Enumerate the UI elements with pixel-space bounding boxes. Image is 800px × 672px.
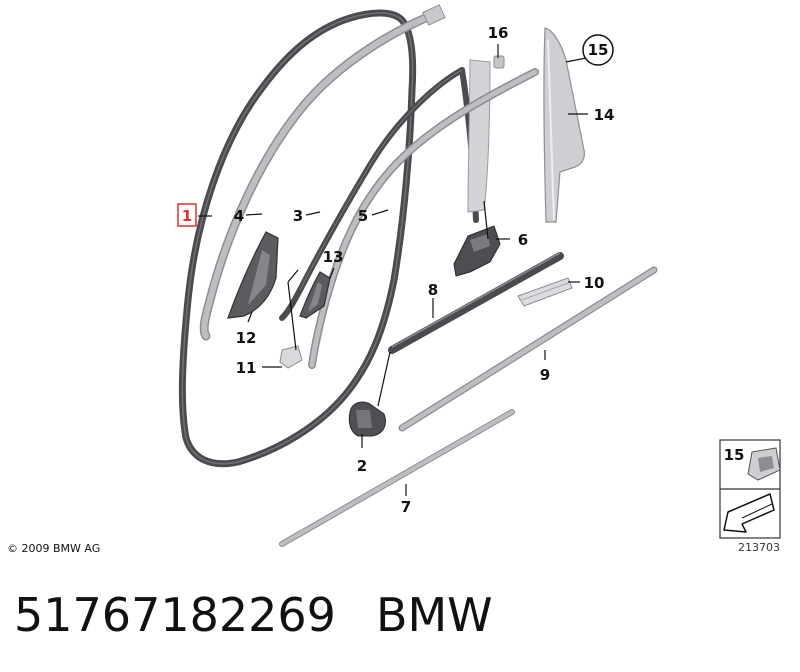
callout-10: 10: [584, 274, 605, 292]
copyright: © 2009 BMW AG: [7, 542, 101, 555]
diagram-reference: 213703: [738, 541, 780, 554]
part-12-mirror-triangle: [227, 231, 279, 319]
part-9-lower-trim: [398, 266, 658, 432]
inset-box: 15: [719, 439, 781, 539]
part-number: 51767182269: [14, 588, 336, 642]
part-1-door-seal: [178, 9, 417, 468]
part-10-trim-piece: [517, 277, 573, 307]
part-6-bracket: [453, 225, 501, 277]
callout-7: 7: [401, 498, 411, 516]
part-4-frame-trim: [199, 4, 446, 341]
callout-12: 12: [236, 329, 257, 347]
part-8-sill-seal: [388, 252, 564, 354]
callout-6: 6: [518, 231, 528, 249]
part-11-pad: [279, 345, 303, 369]
callout-15: 15: [588, 41, 609, 59]
callout-16: 16: [488, 24, 509, 42]
callout-3: 3: [293, 207, 303, 225]
part-13-triangle-cover: [299, 271, 331, 319]
callouts: 1 4 3 5 16 15 14 6 13 10 8 12 11 9 2 7: [177, 24, 615, 516]
callout-5: 5: [358, 207, 368, 225]
leader-lines: [198, 44, 588, 496]
part-2-damper: [348, 401, 386, 437]
part-3-window-channel: [279, 67, 479, 321]
callout-15-circle: [582, 34, 614, 66]
callout-9: 9: [540, 366, 550, 384]
callout-8: 8: [428, 281, 438, 299]
callout-11: 11: [236, 359, 257, 377]
arrow-icon: [723, 493, 775, 533]
callout-4: 4: [234, 207, 244, 225]
callout-2: 2: [357, 457, 367, 475]
part-16-clip: [493, 55, 505, 69]
part-14-pillar-cover: [543, 27, 585, 223]
callout-14: 14: [594, 106, 615, 124]
part-5-outer-trim: [308, 68, 539, 369]
footer: 51767182269 BMW: [14, 588, 493, 642]
part-7-rocker-trim: [279, 409, 515, 547]
inset-label-15: 15: [724, 446, 745, 464]
inset-clip-icon: [747, 447, 781, 481]
callout-1: 1: [182, 207, 192, 225]
brand: BMW: [375, 588, 493, 642]
callout-13: 13: [323, 248, 344, 266]
callout-1-highlight-box: [177, 203, 197, 227]
parts-diagram: 1 4 3 5 16 15 14 6 13 10 8 12 11 9 2 7 1…: [177, 4, 781, 547]
